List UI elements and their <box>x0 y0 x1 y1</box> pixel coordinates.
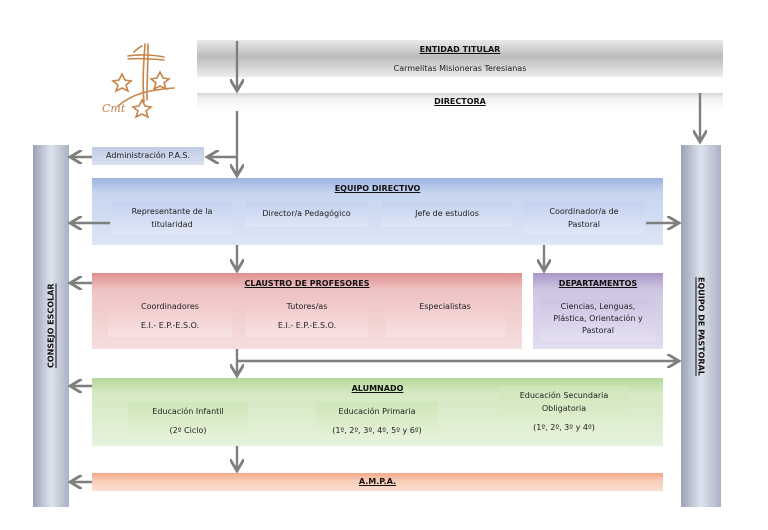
educacion-secundaria-box: Educación Secundaria Obligatoria (1º, 2º… <box>500 386 628 440</box>
educacion-secundaria-line2: Obligatoria <box>541 404 587 413</box>
representante-line1: Representante de la <box>131 207 213 216</box>
coordinador-pastoral-line2: Pastoral <box>568 220 600 229</box>
jefe-estudios-label: Jefe de estudios <box>415 209 479 218</box>
coordinador-pastoral-box: Coordinador/a de Pastoral <box>523 202 645 234</box>
educacion-infantil-line2: (2º Ciclo) <box>169 426 207 435</box>
especialistas-label: Especialistas <box>419 302 471 311</box>
coordinadores-line2: E.I.- E.P.-E.S.O. <box>140 321 200 330</box>
educacion-secundaria-line3: (1º, 2º, 3º y 4º) <box>533 423 595 432</box>
educacion-secundaria-line1: Educación Secundaria <box>519 391 609 400</box>
entidad-titular-subtitle: Carmelitas Misioneras Teresianas <box>393 64 527 73</box>
departamentos-group: DEPARTAMENTOS Ciencias, Lenguas, Plástic… <box>533 273 663 349</box>
tutores-line1: Tutores/as <box>286 302 328 311</box>
ampa-bar: A.M.P.A. <box>92 473 663 491</box>
director-pedagogico-label: Director/a Pedagógico <box>262 209 351 218</box>
especialistas-box: Especialistas <box>385 297 505 337</box>
claustro-profesores-group: CLAUSTRO DE PROFESORES Coordinadores E.I… <box>92 273 522 349</box>
representante-line2: titularidad <box>151 220 193 229</box>
director-pedagogico-box: Director/a Pedagógico <box>246 202 367 227</box>
coordinador-pastoral-line1: Coordinador/a de <box>549 207 619 216</box>
educacion-infantil-box: Educación Infantil (2º Ciclo) <box>128 402 248 440</box>
educacion-infantil-line1: Educación Infantil <box>152 407 224 416</box>
educacion-primaria-line2: (1º, 2º, 3º, 4º, 5º y 6º) <box>332 426 422 435</box>
logo-text: Cmt <box>102 102 126 115</box>
departamentos-line3: Pastoral <box>582 326 614 335</box>
departamentos-box: Ciencias, Lenguas, Plástica, Orientación… <box>541 299 655 341</box>
alumnado-group: ALUMNADO Educación Infantil (2º Ciclo) E… <box>92 378 663 446</box>
representante-titularidad-box: Representante de la titularidad <box>112 202 232 234</box>
alumnado-title: ALUMNADO <box>351 384 404 393</box>
administracion-box: Administración P.A.S. <box>92 147 204 165</box>
claustro-title: CLAUSTRO DE PROFESORES <box>244 279 370 288</box>
consejo-escolar-bar: CONSEJO ESCOLAR <box>33 145 69 507</box>
cross-stars-icon <box>111 43 175 119</box>
equipo-pastoral-bar: EQUIPO DE PASTORAL <box>681 145 721 507</box>
departamentos-line1: Ciencias, Lenguas, <box>560 302 636 311</box>
cmt-logo: Cmt <box>98 40 188 126</box>
equipo-directivo-title: EQUIPO DIRECTIVO <box>334 184 421 193</box>
ampa-title: A.M.P.A. <box>358 477 397 486</box>
tutores-box: Tutores/as E.I.- E.P.-E.S.O. <box>246 297 368 337</box>
coordinadores-line1: Coordinadores <box>141 302 199 311</box>
departamentos-title: DEPARTAMENTOS <box>558 279 638 288</box>
administracion-label: Administración P.A.S. <box>106 151 190 160</box>
departamentos-line2: Plástica, Orientación y <box>553 314 643 323</box>
tutores-line2: E.I.- E.P.-E.S.O. <box>277 321 337 330</box>
directora-bar: DIRECTORA <box>197 93 723 111</box>
consejo-escolar-label: CONSEJO ESCOLAR <box>46 283 56 369</box>
jefe-estudios-box: Jefe de estudios <box>382 202 512 227</box>
educacion-primaria-box: Educación Primaria (1º, 2º, 3º, 4º, 5º y… <box>316 402 438 440</box>
coordinadores-box: Coordinadores E.I.- E.P.-E.S.O. <box>108 297 232 337</box>
educacion-primaria-line1: Educación Primaria <box>338 407 416 416</box>
entidad-titular-bar: ENTIDAD TITULAR Carmelitas Misioneras Te… <box>197 40 723 77</box>
directora-title: DIRECTORA <box>434 97 486 106</box>
equipo-directivo-group: EQUIPO DIRECTIVO Representante de la tit… <box>92 178 663 245</box>
entidad-titular-title: ENTIDAD TITULAR <box>419 45 501 54</box>
equipo-pastoral-label: EQUIPO DE PASTORAL <box>696 276 706 376</box>
